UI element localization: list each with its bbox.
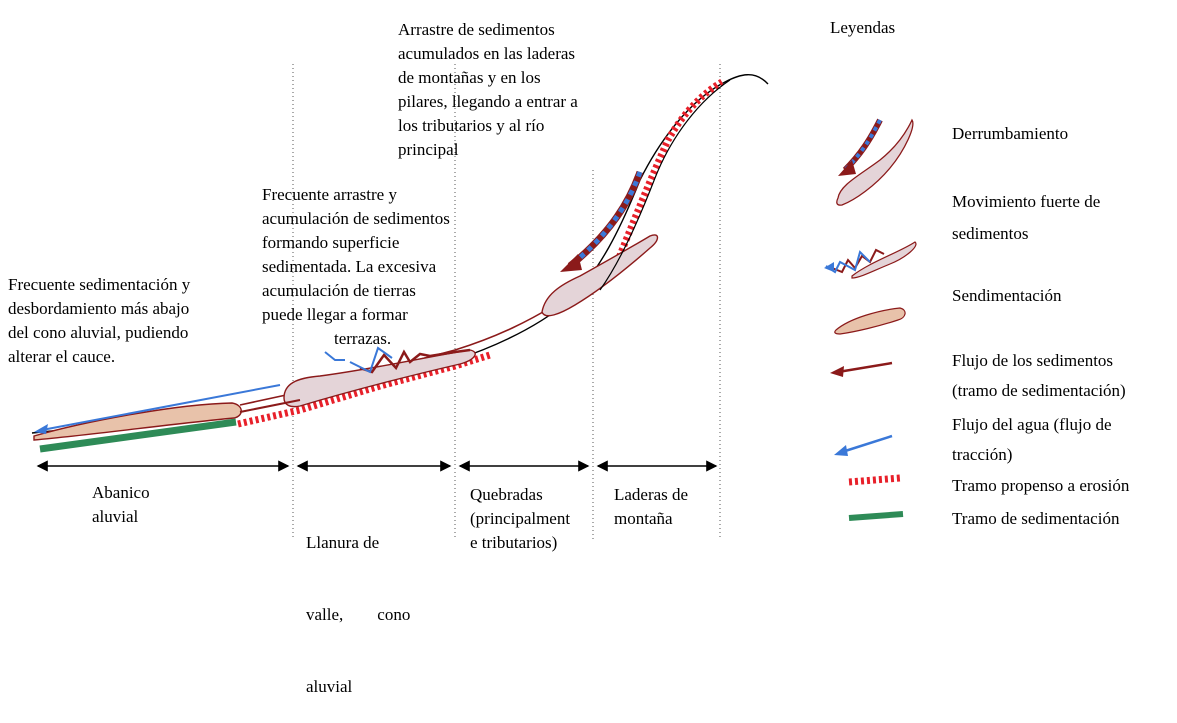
legend-flujo-agua-label: Flujo del agua (flujo de tracción) bbox=[952, 410, 1112, 470]
valley-zigzag-flows bbox=[324, 346, 471, 374]
legend-movimiento-icon bbox=[824, 241, 917, 279]
zone-label-abanico: Abanico aluvial bbox=[92, 481, 150, 529]
annotation-left-line: Frecuente sedimentación y bbox=[8, 275, 191, 294]
annotation-top-line: pilares, llegando a entrar a bbox=[398, 92, 578, 111]
legend-title: Leyendas bbox=[830, 18, 896, 37]
bank-line bbox=[599, 79, 731, 291]
zone-dividers bbox=[292, 64, 721, 540]
zone-label-line: Quebradas bbox=[470, 485, 543, 504]
zone-label-line: Abanico bbox=[92, 483, 150, 502]
legend-label-line: tracción) bbox=[952, 445, 1013, 464]
zone-label-quebradas: Quebradas (principalment e tributarios) bbox=[470, 483, 570, 555]
annotation-middle-line: formando superficie bbox=[262, 233, 400, 252]
legend-sedimentacion-icon bbox=[834, 307, 906, 335]
annotation-middle-line: puede llegar a formar bbox=[262, 305, 408, 324]
zone-label-line: Laderas de bbox=[614, 485, 689, 504]
zone-label-line: aluvial bbox=[92, 507, 139, 526]
slope-debris-flow bbox=[560, 170, 644, 272]
annotation-top-line: de montañas y en los bbox=[398, 68, 541, 87]
annotation-middle-line: acumulación de tierras bbox=[262, 281, 416, 300]
zone-label-line: Llanura de bbox=[306, 533, 380, 552]
legend-flujo-sedimentos-label: Flujo de los sedimentos (tramo de sedime… bbox=[952, 346, 1126, 406]
zone-label-line: montaña bbox=[614, 509, 673, 528]
annotation-middle-line: terrazas. bbox=[334, 329, 392, 348]
legend-derrumbamiento-icon bbox=[836, 118, 914, 206]
annotation-left-line: desbordamiento más abajo bbox=[8, 299, 190, 318]
annotation-top-line: principal bbox=[398, 140, 459, 159]
zone-label-line: e tributarios) bbox=[470, 533, 558, 552]
legend-tramo-sedimentacion-icon bbox=[848, 511, 904, 521]
river-profile-diagram bbox=[31, 64, 917, 540]
annotation-left: Frecuente sedimentación y desbordamiento… bbox=[8, 273, 190, 369]
legend-erosion-label: Tramo propenso a erosión bbox=[952, 476, 1130, 495]
legend-label-line: Flujo de los sedimentos bbox=[952, 351, 1114, 370]
annotation-top: Arrastre de sedimentos acumulados en las… bbox=[398, 18, 578, 162]
legend-flujo-agua-icon bbox=[834, 434, 893, 456]
legend-tramo-sedimentacion-label: Tramo de sedimentación bbox=[952, 509, 1120, 528]
annotation-middle-line: Frecuente arrastre y bbox=[262, 185, 397, 204]
annotation-top-line: acumulados en las laderas bbox=[398, 44, 576, 63]
annotation-left-line: del cono aluvial, pudiendo bbox=[8, 323, 189, 342]
zone-label-line: (principalment bbox=[470, 509, 571, 528]
annotation-top-line: Arrastre de sedimentos bbox=[398, 20, 555, 39]
annotation-left-line: alterar el cauce. bbox=[8, 347, 116, 366]
legend-flujo-sedimentos-icon bbox=[830, 361, 893, 377]
legend-label-line: sedimentos bbox=[952, 224, 1029, 243]
zone-label-line: valle, cono bbox=[306, 605, 411, 624]
zone-label-llanura: Llanura de valle, cono aluvial bbox=[306, 483, 410, 723]
hillside-landslide bbox=[541, 234, 659, 317]
annotation-middle: Frecuente arrastre y acumulación de sedi… bbox=[262, 183, 450, 351]
legend-label-line: Flujo del agua (flujo de bbox=[952, 415, 1112, 434]
terrain-profile bbox=[31, 74, 769, 434]
legend-erosion-icon bbox=[848, 474, 901, 486]
legend-movimiento-label: Movimiento fuerte de sedimentos bbox=[952, 186, 1100, 250]
water-flow-arrow-fan bbox=[34, 384, 281, 434]
valley-deposit bbox=[283, 349, 476, 408]
legend-sedimentacion-label: Sendimentación bbox=[952, 286, 1062, 305]
annotation-top-line: los tributarios y al río bbox=[398, 116, 545, 135]
zone-label-laderas: Laderas de montaña bbox=[614, 483, 688, 531]
sedimentation-reach bbox=[39, 418, 237, 453]
legend-label-line: (tramo de sedimentación) bbox=[952, 381, 1126, 400]
annotation-middle-line: acumulación de sedimentos bbox=[262, 209, 450, 228]
sediment-flow-line bbox=[239, 399, 301, 413]
legend-label-line: Movimiento fuerte de bbox=[952, 192, 1101, 211]
legend-derrumbamiento-label: Derrumbamiento bbox=[952, 124, 1069, 143]
zone-label-line: aluvial bbox=[306, 677, 353, 696]
annotation-middle-line: sedimentada. La excesiva bbox=[262, 257, 437, 276]
